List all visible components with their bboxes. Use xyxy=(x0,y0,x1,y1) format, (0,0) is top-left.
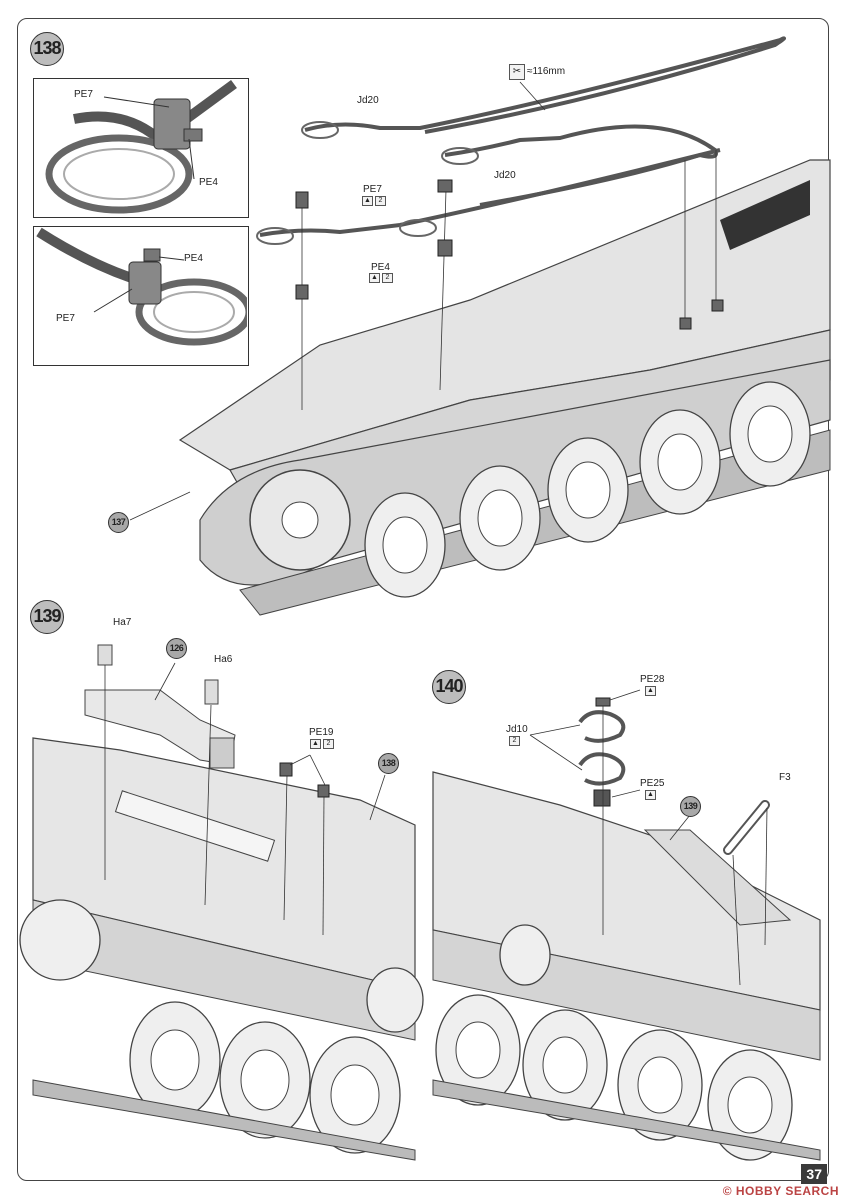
part-label-ha6: Ha6 xyxy=(214,654,233,665)
step-number-139: 139 xyxy=(30,600,64,634)
part-label-pe4: PE4 xyxy=(371,262,390,273)
rope-eye-detail-illustration-2 xyxy=(36,227,253,346)
part-label-pe28: PE28 xyxy=(640,674,665,685)
jd10-quantity: 2 xyxy=(509,736,520,746)
pe28-photo-etch-icon: ▲ xyxy=(645,686,656,696)
pe19-qty-value: 2 xyxy=(323,739,334,749)
pe7-quantity: ▲2 xyxy=(362,196,386,206)
page-number: 37 xyxy=(801,1164,827,1184)
photo-etch-icon: ▲ xyxy=(362,196,373,206)
cable-length-label: ≈116mm xyxy=(527,66,566,77)
photo-etch-icon: ▲ xyxy=(369,273,380,283)
pe25-photo-etch-icon: ▲ xyxy=(645,790,656,800)
rope-eye-detail-illustration xyxy=(45,79,237,214)
reference-step-126: 126 xyxy=(166,638,187,659)
part-label-jd20-b: Jd20 xyxy=(494,170,516,181)
part-label-jd10: Jd10 xyxy=(506,724,528,735)
pe19-quantity: ▲2 xyxy=(310,739,334,749)
part-label-pe19: PE19 xyxy=(309,727,334,738)
inset-bottom-label-pe7: PE7 xyxy=(56,313,75,324)
part-label-ha7: Ha7 xyxy=(113,617,132,628)
pe7-qty-value: 2 xyxy=(375,196,386,206)
scissors-icon: ✂ xyxy=(509,64,525,80)
part-label-pe25: PE25 xyxy=(640,778,665,789)
detail-inset-top: PE7 PE4 xyxy=(33,78,249,218)
watermark: © HOBBY SEARCH xyxy=(722,1184,839,1198)
reference-step-139: 139 xyxy=(680,796,701,817)
part-label-pe7: PE7 xyxy=(363,184,382,195)
detail-inset-bottom: PE4 PE7 xyxy=(33,226,253,366)
pe4-qty-value: 2 xyxy=(382,273,393,283)
reference-step-138: 138 xyxy=(378,753,399,774)
page-frame xyxy=(17,18,829,1181)
jd10-qty-value: 2 xyxy=(509,736,520,746)
step-number-140: 140 xyxy=(432,670,466,704)
inset-top-label-pe7: PE7 xyxy=(74,89,93,100)
reference-step-137: 137 xyxy=(108,512,129,533)
pe4-quantity: ▲2 xyxy=(369,273,393,283)
inset-top-label-pe4: PE4 xyxy=(199,177,218,188)
inset-bottom-label-pe4: PE4 xyxy=(184,253,203,264)
part-label-f3: F3 xyxy=(779,772,791,783)
step-number-138: 138 xyxy=(30,32,64,66)
photo-etch-icon: ▲ xyxy=(310,739,321,749)
part-label-jd20-a: Jd20 xyxy=(357,95,379,106)
